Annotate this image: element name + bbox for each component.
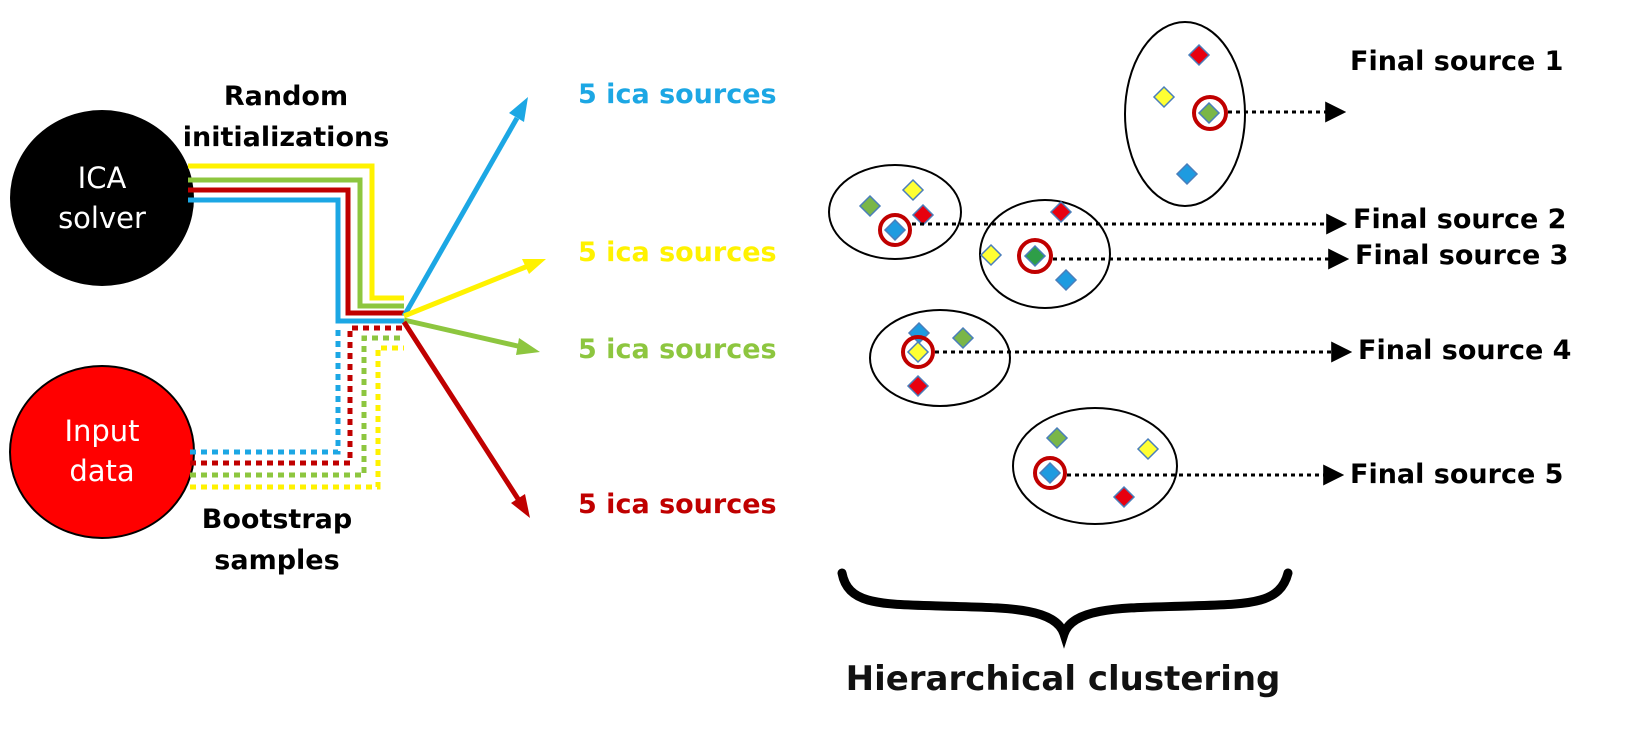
- ica-sources-label-red: 5 ica sources: [578, 489, 777, 520]
- solver-line-blue: [188, 197, 404, 324]
- input-data-line2: data: [69, 454, 134, 488]
- cluster-4: [869, 309, 1353, 407]
- run-arrows: [401, 97, 546, 518]
- diamond-red: [1187, 43, 1211, 67]
- centroid-ring: [1033, 456, 1067, 490]
- diamond-blue: [1054, 268, 1078, 292]
- diamond-green: [1023, 244, 1047, 268]
- input-data-node: Input data: [9, 365, 195, 539]
- arrow-green: [403, 317, 523, 350]
- bootstrap-samples-label-line1: Bootstrap: [202, 504, 352, 535]
- diamond-yellow: [1152, 85, 1176, 109]
- ica-solver-line1: ICA: [78, 161, 127, 195]
- final-source-label-3: Final source 3: [1355, 240, 1568, 271]
- diamond-green: [951, 326, 975, 350]
- bootstrap-samples-label-line2: samples: [214, 545, 339, 576]
- diamond-green: [1197, 101, 1221, 125]
- cluster-1: [1124, 21, 1347, 207]
- diamond-red: [911, 203, 935, 227]
- input-line-red: [190, 325, 404, 466]
- diamond-yellow: [979, 243, 1003, 267]
- diamond-blue: [1038, 461, 1062, 485]
- solver-connectors: [188, 163, 404, 324]
- diamond-yellow: [1136, 437, 1160, 461]
- ica-sources-label-green: 5 ica sources: [578, 334, 777, 365]
- input-line-blue: [190, 325, 341, 455]
- diamond-blue: [1175, 162, 1199, 186]
- input-data-line1: Input: [64, 414, 139, 448]
- ica-sources-label-blue: 5 ica sources: [578, 79, 777, 110]
- diamond-yellow: [906, 340, 930, 364]
- solver-line-green: [188, 177, 404, 309]
- cluster-2: [828, 164, 1348, 260]
- arrow-red: [401, 320, 523, 504]
- diamond-blue: [883, 218, 907, 242]
- random-initializations-label-line2: initializations: [183, 122, 390, 153]
- diamond-green: [858, 194, 882, 218]
- ica-solver-line2: solver: [58, 201, 146, 235]
- final-source-label-5: Final source 5: [1350, 459, 1563, 490]
- input-connectors: [190, 325, 404, 490]
- input-line-green: [190, 335, 404, 478]
- centroid-ring: [878, 213, 912, 247]
- centroid-ring: [1017, 238, 1053, 274]
- cluster-5: [1012, 407, 1345, 525]
- arrow-blue: [401, 116, 520, 318]
- arrow-yellow: [403, 263, 529, 319]
- cluster-3: [979, 199, 1350, 309]
- random-initializations-label-line1: Random: [224, 81, 348, 112]
- diamond-yellow: [901, 178, 925, 202]
- centroid-ring: [901, 335, 935, 369]
- final-source-label-1: Final source 1: [1350, 46, 1563, 77]
- diamond-red: [1112, 485, 1136, 509]
- diamond-red: [906, 374, 930, 398]
- input-line-yellow: [190, 345, 404, 490]
- ica-sources-label-yellow: 5 ica sources: [578, 237, 777, 268]
- hierarchical-clustering-label: Hierarchical clustering: [846, 659, 1281, 699]
- diamond-green: [1045, 426, 1069, 450]
- centroid-ring: [1192, 95, 1228, 131]
- solver-line-yellow: [188, 163, 404, 301]
- diamond-red: [1049, 200, 1073, 224]
- ica-solver-node: ICA solver: [10, 110, 194, 286]
- final-source-label-2: Final source 2: [1353, 204, 1566, 235]
- solver-line-red: [188, 187, 404, 316]
- clustering-brace: [837, 568, 1293, 649]
- final-source-label-4: Final source 4: [1358, 335, 1571, 366]
